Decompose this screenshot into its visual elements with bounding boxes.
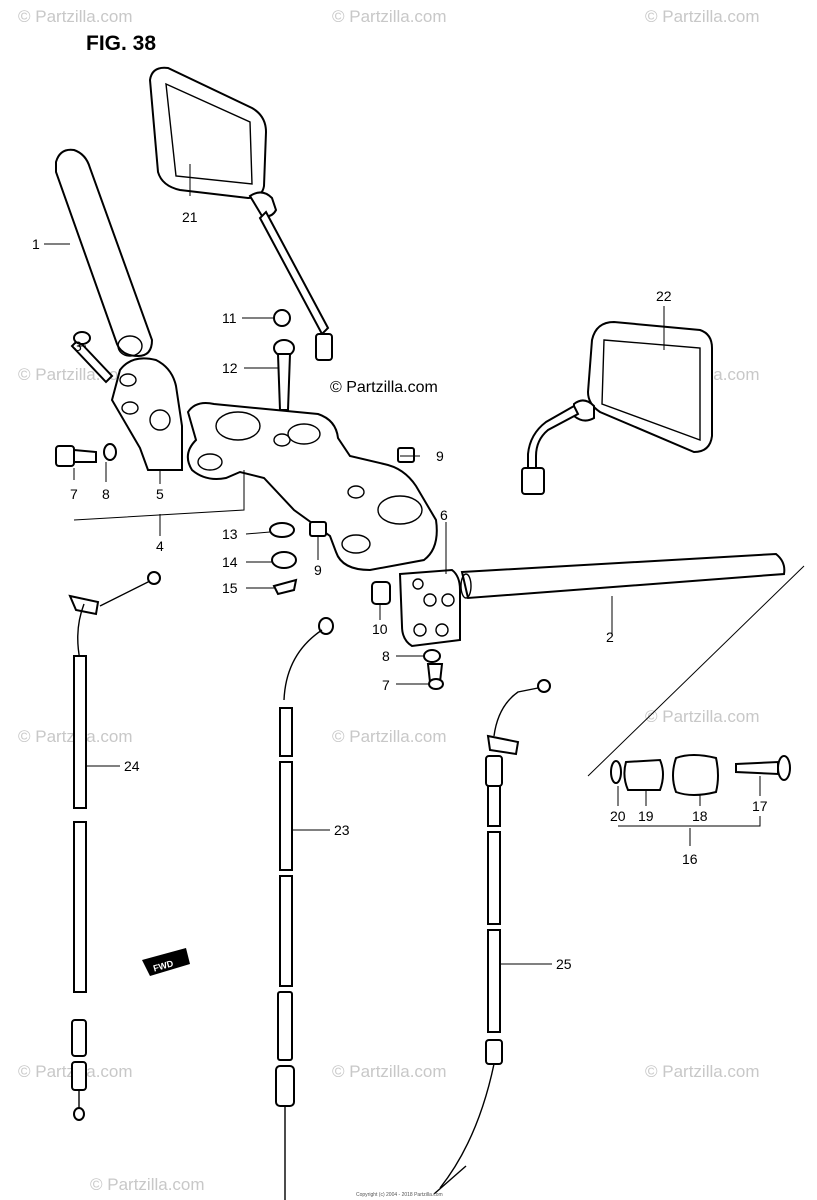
part-5-left-holder xyxy=(110,357,183,471)
part-22-right-mirror xyxy=(521,320,713,495)
callout-3: 3 xyxy=(74,338,82,354)
callout-17: 17 xyxy=(752,798,768,814)
callout-12: 12 xyxy=(222,360,238,376)
part-9-nut-lower xyxy=(309,521,327,537)
watermark: © Partzilla.com xyxy=(645,1062,760,1081)
part-10-bolt xyxy=(371,581,391,605)
callout-1: 1 xyxy=(32,236,40,252)
callout-15: 15 xyxy=(222,580,238,596)
callout-4: 4 xyxy=(156,538,164,554)
part-17-screw xyxy=(735,760,779,776)
part-8-washer-left xyxy=(103,443,117,461)
callout-13: 13 xyxy=(222,526,238,542)
callout-8-left: 8 xyxy=(102,486,110,502)
callout-labels: 1 2 3 4 5 6 7 7 8 8 9 9 10 11 12 13 14 1… xyxy=(32,209,768,972)
watermark: © Partzilla.com xyxy=(90,1175,205,1194)
part-7-bolt-left xyxy=(55,445,97,467)
watermark: © Partzilla.com xyxy=(332,727,447,746)
part-6-right-holder xyxy=(398,568,461,648)
part-18-bar-end-weight xyxy=(672,754,719,796)
upper-handlebar-bracket xyxy=(186,402,438,572)
figure-title: FIG. 38 xyxy=(86,32,156,55)
callout-8-right: 8 xyxy=(382,648,390,664)
callout-5: 5 xyxy=(156,486,164,502)
callout-21: 21 xyxy=(182,209,198,225)
part-23-cable xyxy=(275,617,334,1200)
watermark: © Partzilla.com xyxy=(645,707,760,726)
part-24-cable xyxy=(68,571,161,1121)
callout-16: 16 xyxy=(682,851,698,867)
part-8-washer-right xyxy=(423,649,441,663)
callout-25: 25 xyxy=(556,956,572,972)
callout-20: 20 xyxy=(610,808,626,824)
callout-18: 18 xyxy=(692,808,708,824)
part-19-spacer xyxy=(623,758,664,791)
part-15-clip xyxy=(272,578,298,596)
part-14-nut xyxy=(271,551,297,569)
part-12-bolt xyxy=(273,339,295,411)
part-21-left-mirror xyxy=(148,66,333,361)
callout-7-left: 7 xyxy=(70,486,78,502)
watermark: © Partzilla.com xyxy=(645,7,760,26)
footer-copyright: Copyright (c) 2004 - 2018 Partzilla.com xyxy=(356,1192,443,1198)
callout-2: 2 xyxy=(606,629,614,645)
part-25-cable xyxy=(433,679,551,1195)
callout-11: 11 xyxy=(222,310,237,326)
callout-24: 24 xyxy=(124,758,140,774)
part-1-left-grip xyxy=(55,148,154,358)
part-11-screw xyxy=(252,309,291,327)
watermark: © Partzilla.com xyxy=(18,7,133,26)
callout-7-right: 7 xyxy=(382,677,390,693)
fwd-direction-mark: FWD xyxy=(142,948,190,976)
part-3-bolt xyxy=(70,331,114,384)
watermark: © Partzilla.com xyxy=(18,365,133,384)
part-2-right-bar xyxy=(460,552,786,600)
callout-10: 10 xyxy=(372,621,388,637)
callout-6: 6 xyxy=(440,507,448,523)
part-13-washer xyxy=(269,522,295,538)
watermark-dark: © Partzilla.com xyxy=(330,379,438,396)
watermark: © Partzilla.com xyxy=(332,7,447,26)
part-20-washer xyxy=(610,760,622,784)
callout-14: 14 xyxy=(222,554,238,570)
part-7-bolt-right xyxy=(426,663,444,690)
callout-19: 19 xyxy=(638,808,654,824)
callout-9-lower: 9 xyxy=(314,562,322,578)
callout-9-upper: 9 xyxy=(436,448,444,464)
leader-lines xyxy=(44,164,805,965)
part-16-bar-end-set xyxy=(610,754,791,796)
callout-22: 22 xyxy=(656,288,672,304)
watermark: © Partzilla.com xyxy=(332,1062,447,1081)
part-9-nut-upper xyxy=(397,447,415,463)
callout-23: 23 xyxy=(334,822,350,838)
